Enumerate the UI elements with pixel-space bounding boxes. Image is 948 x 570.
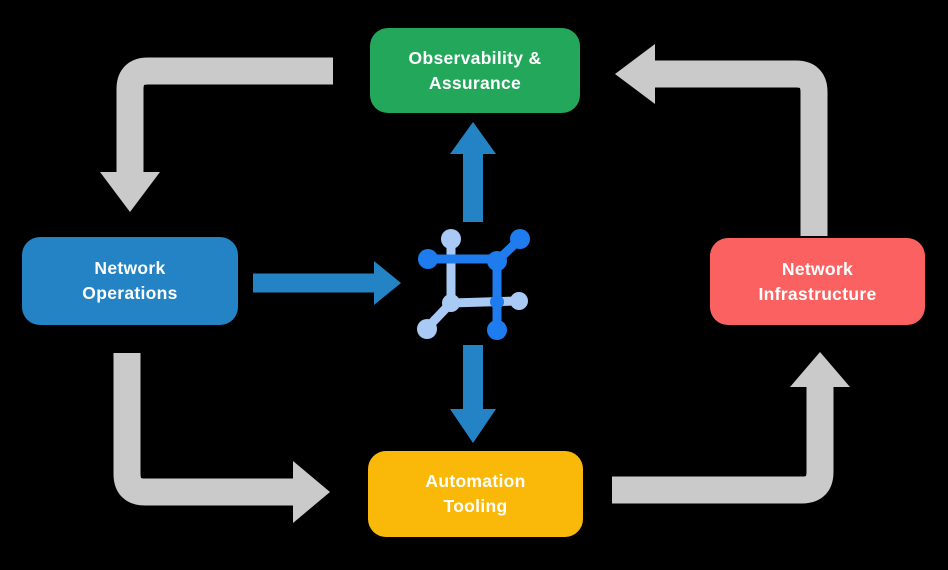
node-network-infrastructure: Network Infrastructure [710,238,925,325]
gray-arrow-operations-to-automation [113,353,330,523]
node-label-line: Infrastructure [758,283,877,304]
node-label-line: Operations [82,283,178,303]
blue-arrow-icon-to-automation [450,345,496,443]
gray-arrow-automation-to-infrastructure [612,352,850,504]
node-label-line: Automation [425,471,526,492]
node-label-line: Network [94,258,166,279]
node-label-line: Observability & [408,47,542,68]
blue-arrow-operations-to-icon [253,261,401,305]
network-fabric-icon [417,229,530,340]
node-label-line: Assurance [428,72,522,93]
blue-arrow-icon-to-observability [450,122,496,222]
node-automation-tooling: Automation Tooling [368,451,583,537]
gray-arrow-infrastructure-to-observability [615,44,828,236]
gray-arrow-observability-to-operations [100,57,333,212]
node-label-line: Network [781,258,854,279]
node-label-line: Tooling [443,496,508,516]
node-network-operations: Network Operations [22,237,238,325]
node-observability-assurance: Observability & Assurance [370,28,580,113]
